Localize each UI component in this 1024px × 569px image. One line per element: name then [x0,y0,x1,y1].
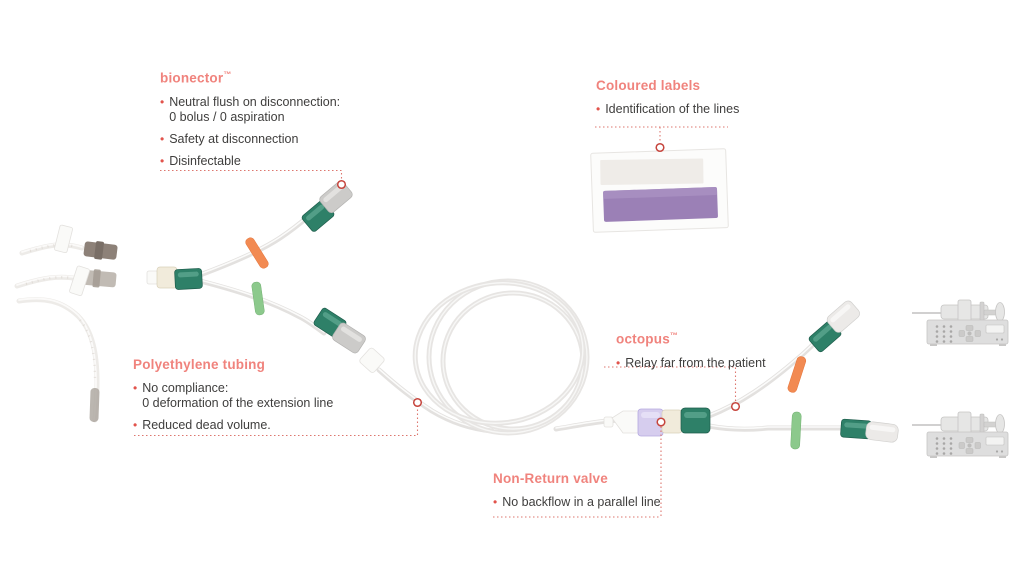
bullet-text: Reduced dead volume. [142,418,271,433]
non-return-valve-part [637,408,664,437]
orange-clamp-icon [787,356,807,393]
bullet-marker: • [616,355,621,370]
title-text: octopus [616,331,670,347]
bullet-marker: • [160,153,165,168]
annotation-title: bionector™ [160,67,395,86]
annotation-title: Polyethylene tubing [133,357,266,372]
annotation-title: octopus™ [616,328,836,347]
bullet-line: No backflow in a parallel line [502,495,661,509]
bullet-marker: • [493,495,498,509]
bullet-line: 0 bolus / 0 aspiration [169,109,285,124]
bullet-marker: • [160,94,165,109]
bullet-line: Relay far from the patient [625,355,766,370]
bullet-item: • Neutral flush on disconnection: 0 bolu… [160,95,395,125]
annotation-coloured-labels: Coloured labels • Identification of the … [596,78,816,124]
bullet-line: 0 deformation of the extension line [142,396,334,410]
leader-line [493,426,662,518]
bullet-marker: • [133,418,138,432]
bullet-line: Disinfectable [169,153,241,168]
tubing-coil-illustration [359,278,623,436]
bullet-marker: • [160,131,165,146]
annotation-bionector: bionector™ • Neutral flush on disconnect… [160,67,395,176]
bullet-item: • Disinfectable [160,154,395,169]
bullet-item: • Relay far from the patient [616,356,836,371]
bullet-line: Neutral flush on disconnection: [169,94,341,109]
orange-clamp-icon [245,237,269,269]
bullet-text: No backflow in a parallel line [502,495,660,510]
leader-line [160,169,343,180]
title-text: bionector [160,70,224,86]
marker-circle-icon [655,142,665,153]
bullet-text: Safety at disconnection [169,132,298,147]
annotation-octopus: octopus™ • Relay far from the patient [616,328,836,378]
bullet-text: Neutral flush on disconnection: 0 bolus … [169,95,340,125]
trademark: ™ [223,70,232,79]
annotation-title: Non-Return valve [493,471,608,486]
bullet-item: • Reduced dead volume. [133,418,403,433]
green-clamp-icon [790,411,802,450]
coloured-label-image [590,148,729,233]
annotation-non-return-valve: Non-Return valve • No backflow in a para… [493,471,713,517]
bullet-text: Relay far from the patient [625,356,765,371]
marker-circle-icon [656,417,666,427]
bullet-line: No compliance: [142,381,229,395]
syringe-pump-icon [912,411,1009,458]
syringe-pump-icon [912,299,1009,346]
trademark: ™ [669,331,679,340]
marker-circle-icon [412,397,423,408]
green-clamp-icon [251,281,265,316]
bullet-text: Identification of the lines [605,102,739,117]
bullet-line: Safety at disconnection [169,131,299,146]
bullet-marker: • [596,102,601,116]
leader-lines [134,126,741,518]
marker-circle-icon [730,401,741,412]
bullet-item: • Safety at disconnection [160,132,395,147]
bullet-item: • No compliance: 0 deformation of the ex… [133,381,403,411]
bullet-marker: • [133,381,138,395]
annotation-title: Coloured labels [596,78,701,93]
bullet-item: • Identification of the lines [596,102,816,117]
bullet-line: Identification of the lines [605,102,740,116]
bionector-line-illustration [146,180,366,354]
leader-line [595,126,728,143]
bullet-line: Reduced dead volume. [142,418,271,432]
bullet-text: No compliance: 0 deformation of the exte… [142,381,333,411]
bullet-text: Disinfectable [169,154,241,169]
catheter-illustration [14,224,118,423]
bullet-item: • No backflow in a parallel line [493,495,713,510]
marker-circle-icon [336,179,347,190]
annotation-polyethylene-tubing: Polyethylene tubing • No compliance: 0 d… [133,357,403,440]
